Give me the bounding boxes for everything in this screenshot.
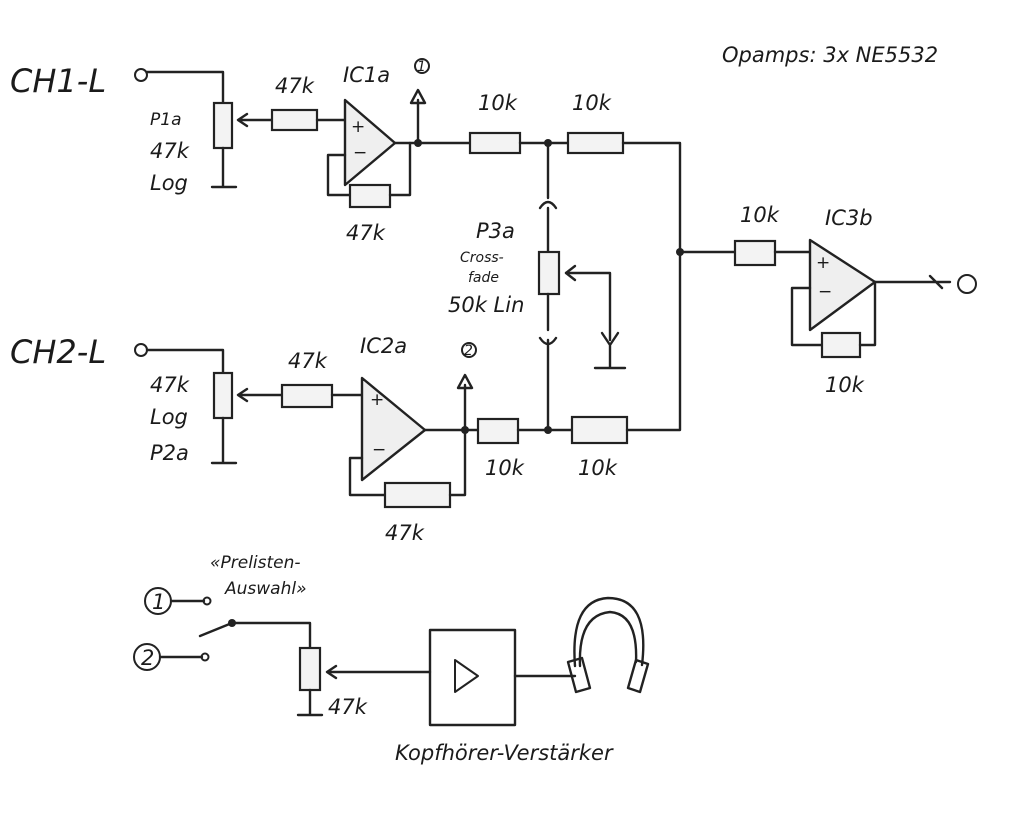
selector-switch [198, 621, 234, 638]
res-ch2-in-label: 47k [288, 349, 328, 373]
res-ch2-fb [383, 481, 452, 509]
svg-text:+: + [816, 253, 830, 273]
ic2-opamp [360, 376, 427, 482]
pot-p3-wiper [564, 271, 627, 370]
pot-p2-taper: Log [150, 405, 188, 429]
res-ch2-fb-label: 47k [385, 521, 425, 545]
ch2-input-jack [134, 343, 148, 357]
pot-vol [298, 646, 322, 692]
prelisten-option-1: 1 [152, 590, 165, 614]
res-ch3-in [733, 239, 777, 267]
res-ch3-in-label: 10k [740, 203, 780, 227]
pot-vol-value: 47k [328, 695, 368, 719]
pot-p2-name: P2a [150, 441, 189, 465]
svg-text:−: − [372, 440, 386, 460]
res-top-2 [566, 131, 625, 155]
prelisten-title-2: Auswahl» [224, 579, 307, 599]
res-bot-1 [476, 417, 520, 445]
ch1-input-label: CH1-L [10, 62, 106, 100]
res-ch1-in [270, 108, 319, 132]
pot-p2-wiper [236, 387, 284, 403]
headphones-icon [566, 596, 650, 694]
crossfader: P3a Cross- fade 50k Lin [448, 141, 627, 432]
ch2-input-label: CH2-L [10, 333, 106, 371]
res-top-1-label: 10k [478, 91, 518, 115]
prelisten-option-2: 2 [141, 646, 154, 670]
svg-text:+: + [351, 117, 365, 137]
pot-p3-desc2: fade [468, 270, 499, 286]
ic3-opamp [808, 238, 877, 332]
res-ch2-in [280, 383, 334, 409]
res-top-1 [468, 131, 522, 155]
pot-p1-name: P1a [150, 110, 182, 130]
res-bot-1-label: 10k [485, 456, 525, 480]
pot-p1-taper: Log [150, 171, 188, 195]
svg-text:−: − [818, 282, 832, 302]
output-jack [957, 274, 977, 294]
pot-p1-wiper [236, 112, 274, 128]
ch1-input-jack [134, 68, 148, 82]
channel-2: CH2-L 47k Log P2a 47k + − IC2a 2 47k 10k… [10, 250, 682, 545]
svg-text:−: − [353, 143, 367, 163]
res-ch1-fb-label: 47k [346, 221, 386, 245]
res-top-2-label: 10k [572, 91, 612, 115]
ic3-label: IC3b [825, 206, 873, 230]
pot-p1 [212, 101, 234, 150]
res-ch3-fb [820, 331, 862, 359]
headphone-amp-label: Kopfhörer-Verstärker [395, 741, 614, 765]
channel-1: CH1-L P1a 47k Log 47k + − IC1a 1 47k 10k [10, 58, 682, 254]
pot-p3 [537, 250, 561, 296]
prelisten-title-1: «Prelisten- [210, 553, 301, 573]
headphone-amp-box [428, 628, 517, 727]
marker-1: 1 [417, 59, 426, 75]
pot-p1-value: 47k [150, 139, 190, 163]
marker-2: 2 [464, 343, 473, 359]
prelisten-section: «Prelisten- Auswahl» 1 2 47k Kopfhörer-V… [133, 553, 650, 765]
res-bot-2 [570, 415, 629, 445]
ic1-label: IC1a [343, 63, 390, 87]
res-ch1-in-label: 47k [275, 74, 315, 98]
pot-p2 [212, 371, 234, 420]
pot-p3-name: P3a [476, 219, 515, 243]
res-ch1-fb [348, 183, 392, 209]
ic2-label: IC2a [360, 334, 407, 358]
summing-stage: 10k + − IC3b 10k [676, 203, 977, 397]
pot-p3-desc1: Cross- [460, 250, 504, 266]
pot-p2-value: 47k [150, 373, 190, 397]
res-bot-2-label: 10k [578, 456, 618, 480]
amp-triangle-icon [454, 659, 479, 693]
svg-text:+: + [370, 390, 384, 410]
res-ch3-fb-label: 10k [825, 373, 865, 397]
pot-vol-wiper [325, 664, 432, 680]
pot-p3-value: 50k Lin [448, 293, 524, 317]
opamp-note: Opamps: 3x NE5532 [722, 43, 938, 67]
ic1-opamp [343, 98, 397, 187]
